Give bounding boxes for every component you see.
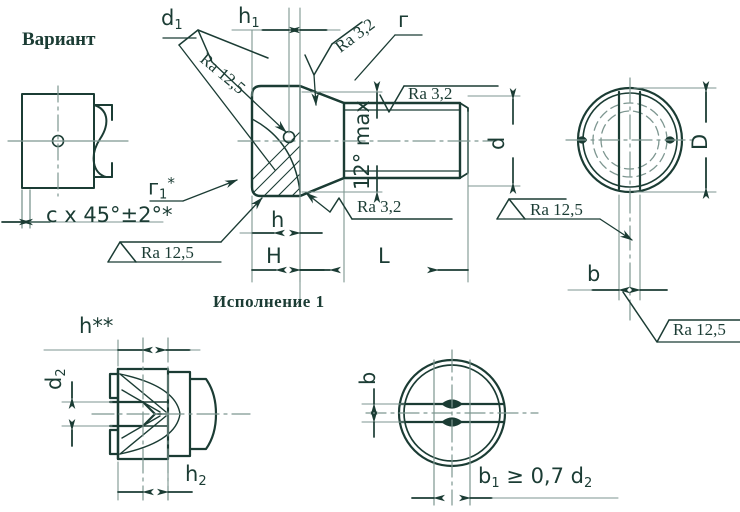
chamfer-label: c x 45°±2°* (46, 203, 173, 227)
variant-view-centerlines (7, 85, 129, 197)
r1-subscript: 1 (159, 187, 168, 203)
socket-dome-lines (119, 373, 181, 455)
r1-asterisk: * (167, 174, 175, 192)
r1-label: г1* (148, 174, 175, 203)
ra-3-2-bottom-symbol (305, 192, 453, 220)
right-circle-centerlines (565, 77, 697, 321)
h2-base: h (185, 462, 199, 486)
h1-base: h (238, 4, 252, 28)
h1-subscript: 1 (251, 16, 260, 32)
b-bottom-label: b (356, 371, 380, 385)
H-label: H (266, 244, 282, 268)
ra-12-5-mid-text: Ra 12,5 (530, 200, 583, 219)
ra-3-2-bottom-text: Ra 3,2 (357, 197, 402, 216)
h2-label: h2 (185, 462, 207, 490)
d2-base: d (42, 376, 66, 390)
ra-3-2-shaft-symbol (379, 85, 499, 113)
h-label: h (271, 208, 285, 232)
d2-label: d2 (42, 368, 70, 390)
b1-relation: ≥ 0,7 d (499, 464, 584, 488)
ra-3-2-shaft-text: Ra 3,2 (408, 84, 453, 103)
socket-view-centerlines (91, 337, 251, 501)
b1-subscript: 1 (491, 476, 500, 492)
bottom-circle-extension-lines (361, 403, 405, 423)
d1-base: d (161, 6, 175, 30)
b1-expression: b1 ≥ 0,7 d2 (478, 464, 593, 492)
variant-title: Вариант (22, 29, 96, 50)
D-label: D (688, 133, 712, 150)
L-label: L (378, 244, 390, 268)
right-circle-extension-lines (618, 87, 717, 301)
d-label: d (485, 136, 509, 150)
h-double-label: h** (79, 316, 113, 337)
r-label: г (398, 8, 410, 32)
b-right-label: b (587, 262, 601, 286)
screw-head-outline (250, 84, 346, 198)
b1-d2-subscript: 2 (583, 476, 593, 492)
head-dome-arc (251, 118, 301, 193)
h-double-base: h (79, 314, 93, 338)
d1-label: d1 (161, 6, 183, 34)
ra-12-5-head-symbol (178, 29, 287, 171)
h2-subscript: 2 (198, 474, 207, 490)
ra-12-5-left-symbol (107, 197, 263, 263)
d1-subscript: 1 (174, 18, 183, 34)
b1-base: b (478, 464, 492, 488)
chamfer-dimension (1, 189, 164, 229)
r1-leader (149, 179, 238, 202)
angle-label: 12° max (350, 100, 374, 190)
ra-3-2-top-symbol (304, 21, 363, 106)
r-leader (354, 34, 423, 81)
bottom-circle-centerlines (365, 349, 539, 506)
ra-12-5-right-text: Ra 12,5 (673, 320, 726, 339)
h1-label: h1 (238, 4, 260, 32)
ra-12-5-left-text: Ra 12,5 (141, 243, 194, 262)
ra-12-5-mid-symbol (496, 198, 633, 241)
execution-title: Исполнение 1 (213, 292, 325, 311)
d2-subscript: 2 (54, 368, 70, 377)
ra-12-5-right-symbol (622, 291, 740, 343)
h-double-asterisks: ** (92, 314, 114, 338)
r1-base: г (148, 175, 160, 200)
